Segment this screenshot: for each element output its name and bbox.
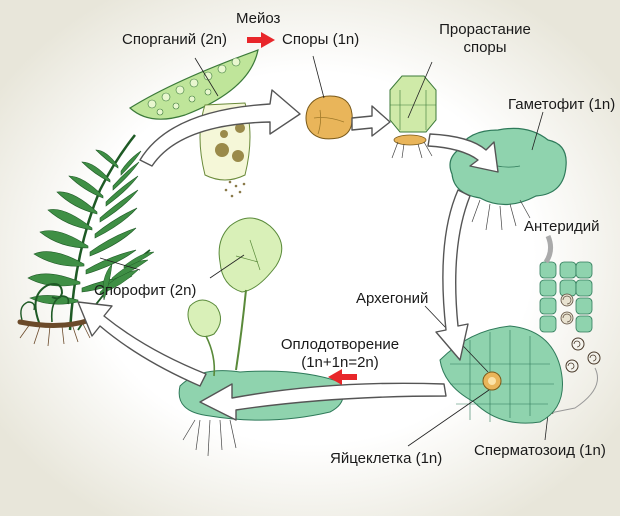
spores-label: Споры (1n)	[282, 31, 360, 48]
spores-pointer-line	[312, 55, 325, 99]
egg-cell-label: Яйцеклетка (1n)	[330, 450, 443, 467]
cycle-arrows	[77, 89, 499, 421]
meiosis-label: Мейоз	[236, 10, 281, 27]
archegonium-label: Архегоний	[356, 290, 429, 307]
sporangium-pointer-line	[194, 57, 219, 97]
sporophyte-label: Спорофит (2n)	[94, 282, 197, 299]
germination-label-line2: споры	[463, 39, 507, 56]
gametophyte-pointer-line	[531, 111, 544, 151]
arrow-germination-to-gametophyte	[427, 133, 499, 173]
fertilization-red-arrow	[328, 369, 357, 385]
arrow-young-to-adult-sporophyte	[77, 301, 207, 387]
arrow-gametophyte-to-archegonium	[435, 189, 471, 361]
sperm-label: Сперматозоид (1n)	[474, 442, 606, 459]
antheridium-label: Антеридий	[524, 218, 600, 235]
gametophyte-label: Гаметофит (1n)	[508, 96, 616, 113]
sporophyte-pointer-line-a	[209, 254, 245, 279]
sporophyte-fern-illustration	[17, 134, 155, 347]
arrow-fertilization	[199, 382, 447, 421]
fertilization-label-line1: Оплодотворение	[280, 336, 400, 353]
archegonium-illustration	[407, 305, 563, 447]
fertilization-label-line2: (1n+1n=2n)	[301, 354, 379, 371]
germination-pointer-line	[407, 61, 433, 119]
egg-pointer-line	[407, 389, 490, 447]
germination-label-line1: Прорастание	[439, 21, 531, 38]
sporophyte-pointer-line-b	[99, 257, 141, 271]
sperm-pointer-line	[544, 413, 549, 441]
sporangium-label: Спорганий (2n)	[122, 31, 228, 48]
young-sporophyte-illustration	[99, 217, 344, 457]
antheridium-illustration	[539, 235, 593, 333]
arrow-sporophyte-to-spores	[139, 89, 301, 167]
spore-illustration	[305, 55, 353, 140]
meiosis-red-arrow	[247, 32, 275, 48]
antheridium-pointer-arrow	[543, 235, 554, 264]
germinating-spore-illustration	[389, 61, 437, 159]
arrow-spore-to-germination	[351, 105, 391, 137]
